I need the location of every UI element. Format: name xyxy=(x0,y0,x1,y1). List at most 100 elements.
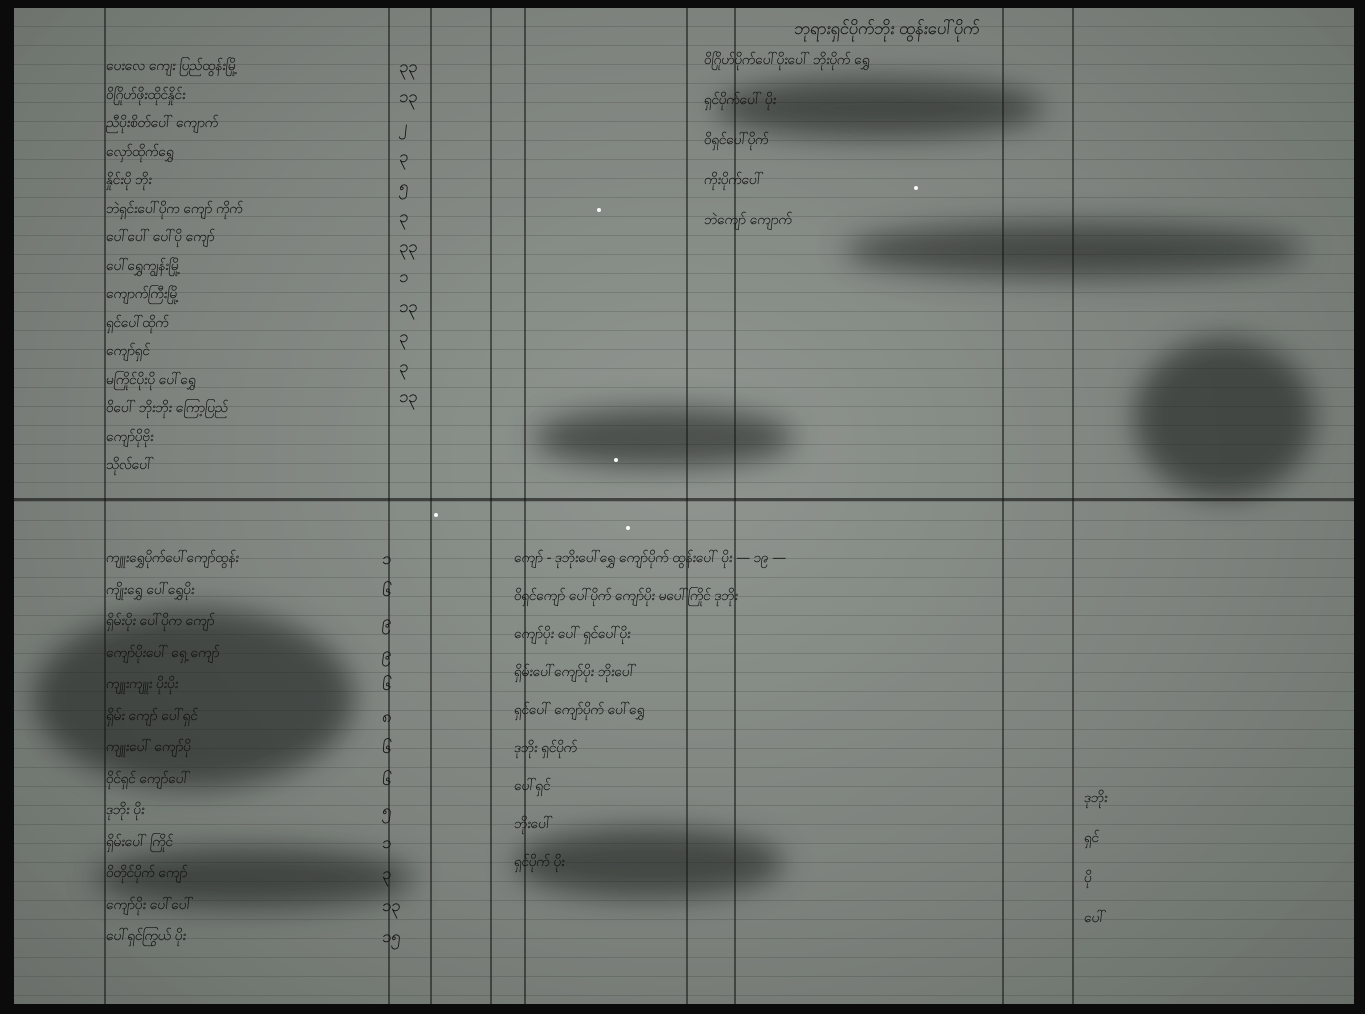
ruled-line xyxy=(14,653,1354,654)
left-top-item: ကျော်ပိုဗိုး xyxy=(105,428,155,445)
left-top-item: သိုလ်ပေါ် xyxy=(105,457,154,473)
left-top-item: ကျော်ရှင် xyxy=(105,343,151,359)
ruled-line xyxy=(14,957,1354,958)
ruled-line xyxy=(14,520,1354,521)
column-rule xyxy=(490,8,492,1004)
dust-speck xyxy=(434,513,438,517)
ruled-line xyxy=(14,349,1354,350)
left-top-item: ဘဲရှင်းပေါ်ပိုက ကျော် ကိုက် xyxy=(105,200,244,217)
right-top-item: ဝိရှင်ပေါ်ပိုက် xyxy=(703,132,770,148)
left-bottom-item: ကျော်ပိုး ပေါ်ပေါ် xyxy=(105,896,194,913)
column-rule xyxy=(686,8,688,1004)
ruled-line xyxy=(14,748,1354,749)
ruled-line xyxy=(14,64,1354,65)
ruled-line xyxy=(14,501,1354,502)
ink-smudge xyxy=(1134,338,1314,498)
right-bottom-item: ရှင်ပေါ် ကျော်ပိုက် ပေါ်ရွှေ xyxy=(513,702,646,718)
nums-bottom-item: ၉ xyxy=(381,643,393,664)
right-bottom-item: ကျော်ပိုး ပေါ် ရှင်ပေါ်ပိုး xyxy=(513,626,632,642)
ruled-line xyxy=(14,995,1354,996)
nums-bottom-item: ၁၅ xyxy=(381,927,402,947)
column-rule xyxy=(1072,8,1074,1004)
left-top-item: မကြိုင်ပိုးပို ပေါ်ရွှေ xyxy=(105,371,197,388)
left-bottom-item: ကျူးကျူး ပိုးပိုး xyxy=(105,676,179,692)
margin-item: ဒုဘိုး xyxy=(1083,790,1109,806)
ruled-line xyxy=(14,83,1354,84)
nums-top-item: ၁၃ xyxy=(398,297,419,317)
ruled-line xyxy=(14,406,1354,407)
ruled-line xyxy=(14,558,1354,559)
left-bottom-item: ဝိုင်ရှင် ကျော်ပေါ် xyxy=(105,770,191,787)
ruled-line xyxy=(14,273,1354,274)
ruled-line xyxy=(14,691,1354,692)
left-top-item: ပေးလေ ကျေး ပြည်ထွန်းမြို့ xyxy=(105,58,239,74)
ruled-line xyxy=(14,330,1354,331)
right-top-item: ရှင်ပိုက်ပေါ် ပိုး xyxy=(703,92,777,108)
ruled-line xyxy=(14,387,1354,388)
right-top-item: ဘဲကျော် ကျောက် xyxy=(703,212,793,228)
nums-bottom-item: ၁ xyxy=(381,832,393,853)
ruled-line xyxy=(14,976,1354,977)
ruled-line xyxy=(14,767,1354,768)
right-top-heading: ဘုရားရှင်ပိုက်ဘိုး ထွန်းပေါ်ပိုက် xyxy=(793,19,981,39)
left-top-item: ညီပိုးစိတ်ပေါ် ကျောက် xyxy=(105,115,219,131)
nums-bottom-item: ၆ xyxy=(381,738,393,758)
nums-bottom-item: ၁ xyxy=(381,549,393,569)
right-bottom-item: ဝိရှင်ကျော် ပေါ်ပိုက် ကျော်ပိုး မပေါ်ကြိ… xyxy=(513,588,739,604)
ruled-line xyxy=(14,216,1354,217)
nums-top-item: ၃ xyxy=(398,207,410,227)
column-rule xyxy=(1002,8,1004,1004)
right-top-item: ဝိဂြိုဟ်ပိုက်ပေါ်ပိုးပေါ် ဘိုးပိုက် ရွှေ xyxy=(703,52,871,68)
left-bottom-item: ရှိမ်းပိုး ပေါ်ပိုက ကျော် xyxy=(105,613,216,629)
ruled-line xyxy=(14,311,1354,312)
nums-top-item: ၃၃ xyxy=(398,57,419,77)
dust-speck xyxy=(614,458,618,462)
ruled-line xyxy=(14,26,1354,27)
ruled-line xyxy=(14,197,1354,198)
nums-bottom-item: ၆ xyxy=(381,675,393,695)
dust-speck xyxy=(914,186,918,190)
margin-item: ရှင် xyxy=(1083,830,1100,846)
column-rule xyxy=(104,8,106,1004)
left-bottom-item: ဒုဘိုး ပိုး xyxy=(105,802,146,818)
ink-smudge xyxy=(844,223,1304,278)
nums-top-item: ၁၃ xyxy=(398,87,419,107)
left-top-item: ဝိဂြိုဟ်ဖိုးထိုင်နှိုင်း xyxy=(105,86,187,103)
right-top-item: ကိုးပိုက်ပေါ် xyxy=(703,172,764,188)
margin-item: ပို xyxy=(1083,870,1093,886)
left-top-item: ကျောက်ကြီးမြို့ xyxy=(105,286,180,302)
ruled-line xyxy=(14,615,1354,616)
left-top-item: နှိုင်းပို ဘိုး xyxy=(105,172,153,188)
column-rule xyxy=(388,8,390,1004)
nums-bottom-item: ၉ xyxy=(381,612,393,632)
nums-top-item: ၃ xyxy=(398,357,410,377)
ruled-line xyxy=(14,710,1354,711)
column-rule xyxy=(430,8,432,1004)
nums-top-item: ၃၃ xyxy=(398,237,419,257)
ink-smudge xyxy=(714,78,1044,138)
right-bottom-item: ဒုဘိုး ရှင်ပိုက် xyxy=(513,740,578,756)
left-bottom-item: ကျော်ပိုးပေါ် ရှေ့ ကျော် xyxy=(105,644,221,661)
nums-top-item: ၁၃ xyxy=(398,387,419,407)
ruled-line xyxy=(14,178,1354,179)
nums-top-item: ၃ xyxy=(398,327,410,347)
ruled-line xyxy=(14,292,1354,293)
left-top-item: ရှင်ပေါ်ထိုက် xyxy=(105,314,170,331)
left-top-item: လှော်ထိုက်ရွှေ xyxy=(105,143,175,160)
ruled-line xyxy=(14,786,1354,787)
nums-bottom-item: ၆ xyxy=(381,580,393,601)
ink-smudge xyxy=(94,848,414,908)
column-rule xyxy=(734,8,736,1004)
left-bottom-item: ရှိမ်းပေါ် ကြိုင် xyxy=(105,833,174,850)
left-bottom-item: ကျိုးရွှေ ပေါ်ရွှေပိုး xyxy=(105,581,196,598)
left-bottom-item: ပေါ်ရှင်ကြွယ် ပိုး xyxy=(105,928,187,944)
nums-bottom-item: ၅ xyxy=(381,801,393,821)
right-bottom-item: ရှိမ်းပေါ်ကျော်ပိုး ဘိုးပေါ် xyxy=(513,664,637,680)
ruled-line xyxy=(14,805,1354,806)
right-bottom-item: ကျော် - ဒုဘိုးပေါ်ရွှေ ကျော်ပိုက် ထွန်းပ… xyxy=(513,550,787,566)
left-top-item: ဝိပေါ် ဘိုးဘိုး ကြော့ပြည် xyxy=(105,400,229,416)
left-bottom-item: ဝိတိုင်ပိုက် ကျော် xyxy=(105,865,189,881)
ink-smudge xyxy=(534,408,794,468)
ruled-line xyxy=(14,482,1354,483)
